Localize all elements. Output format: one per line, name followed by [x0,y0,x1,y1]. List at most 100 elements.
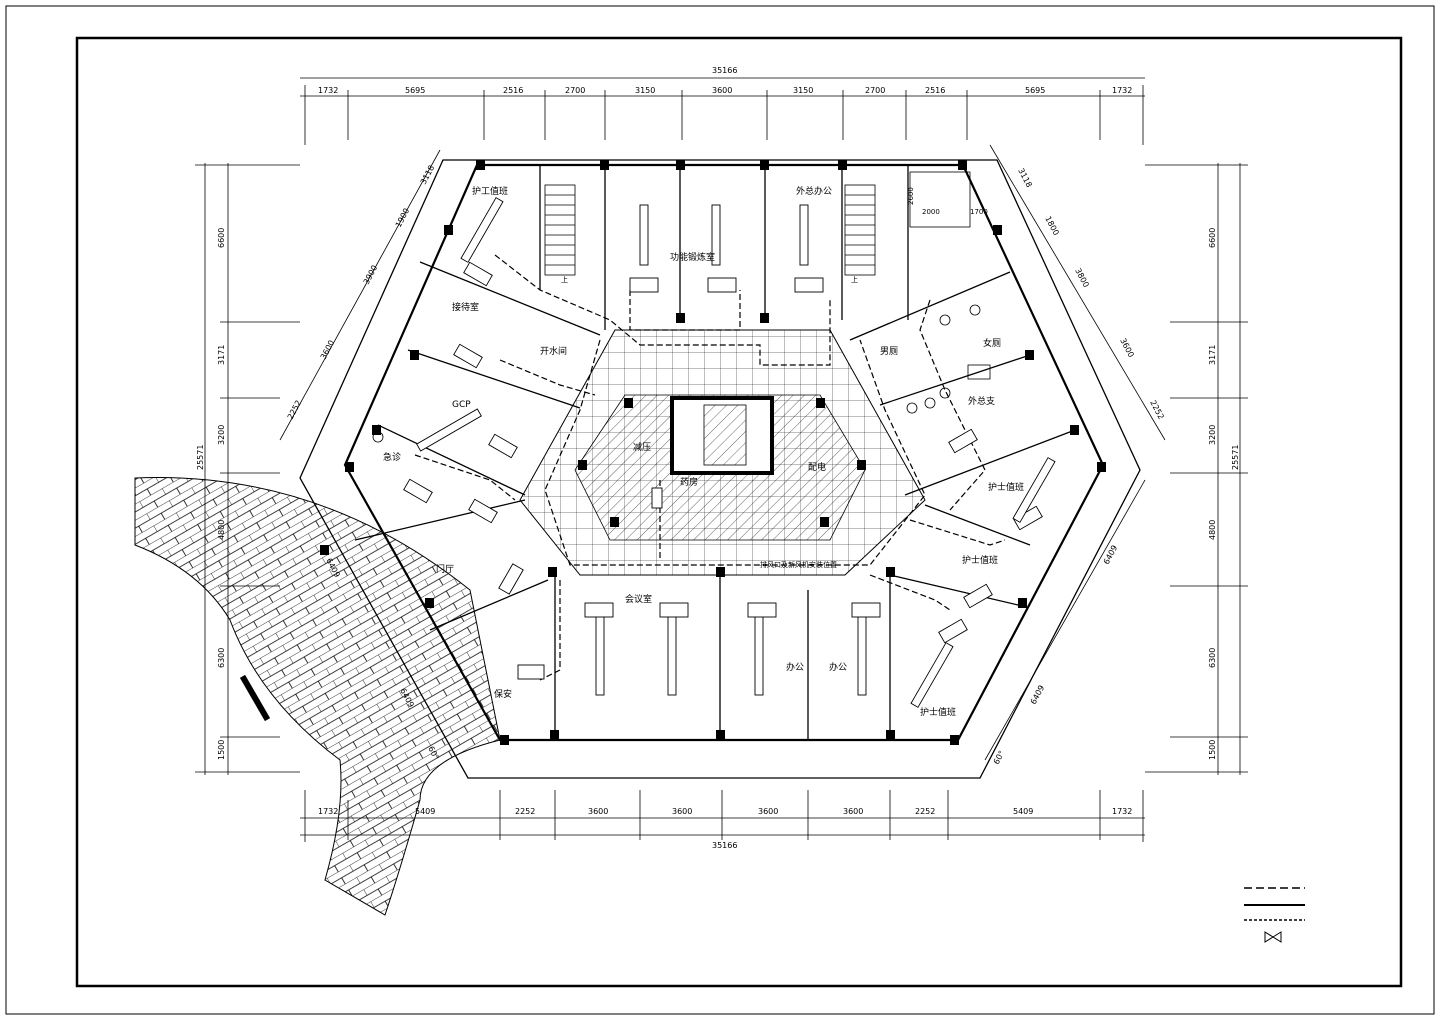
dim-right: 25571 6600 3171 3200 4800 6300 1500 [1145,163,1248,775]
partitions-left [354,165,909,631]
dim-right-3: 4800 [1208,520,1217,540]
dim-left-3: 4800 [217,520,226,540]
dim-top-10: 1732 [1112,86,1132,95]
dim-right-4: 6300 [1208,648,1217,668]
room-pharmacy: 药房 [680,476,698,488]
elevator-car [703,404,747,466]
room-nurse-station-r1: 护士值班 [988,481,1024,493]
sheet-border-outer [5,5,1435,1015]
dim-bottom-0: 1732 [318,807,338,816]
columns [320,160,1106,745]
dim-bottom-4: 3600 [672,807,692,816]
dim-bottom-total: 35166 [712,841,737,850]
dim-right-5: 1500 [1208,740,1217,760]
dim-br-1: 6409 [1029,684,1047,706]
dim-bottom-8: 5409 [1013,807,1033,816]
partitions-right [554,271,1076,740]
dim-top-7: 2700 [865,86,885,95]
dim-left-0: 6600 [217,228,226,248]
dim-bottom-3: 3600 [588,807,608,816]
legend [1244,887,1305,943]
dim-bottom-9: 1732 [1112,807,1132,816]
dim-tr-0: 3118 [1016,167,1034,189]
dim-top-8: 2516 [925,86,945,95]
room-nurse-station-r2: 护士值班 [962,554,998,566]
room-reception: 接待室 [452,301,479,313]
dim-left-2: 3200 [217,425,226,445]
lift-dim-3: 2600 [907,187,915,205]
dim-bottom: 35166 1732 5409 2252 3600 3600 3600 3600… [300,790,1145,850]
stair-up-label-right: 上 [851,275,858,284]
room-function-training: 功能锻炼室 [670,251,715,263]
lift-dim-2: 1700 [970,208,988,216]
lift-dim-1: 2000 [922,208,940,216]
dim-left-4: 6300 [217,648,226,668]
dim-left-5: 1500 [217,740,226,760]
legend-valve-icon [1264,931,1282,943]
room-external-office: 外总办公 [796,185,832,197]
dim-bottom-5: 3600 [758,807,778,816]
dim-tl-4: 2252 [286,399,304,421]
room-meeting: 会议室 [625,593,652,605]
dim-bottom-7: 2252 [915,807,935,816]
dim-top-6: 3150 [793,86,813,95]
dim-top-4: 3150 [635,86,655,95]
room-emergency: 急诊 [383,451,401,463]
building-outline-outer [299,159,1141,779]
lift-room [909,171,971,228]
room-womens-wc: 女厕 [983,337,1001,349]
dim-left: 25571 6600 3171 3200 4800 6300 1500 [195,163,300,775]
dim-bottom-2: 2252 [515,807,535,816]
room-labels: 护工值班 接待室 开水间 GCP 急诊 门厅 保安 功能锻炼室 外总办公 减压 … [383,185,1024,718]
corridor-note: 排风口及新风机安装位置 [760,560,837,569]
room-boiler: 开水间 [540,345,567,357]
dim-top-2: 2516 [503,86,523,95]
equipment-units [403,197,1056,708]
dim-tl-1: 1900 [394,207,412,229]
dim-right-total: 25571 [1231,445,1240,470]
stair-left [544,184,576,276]
room-pressure: 减压 [633,441,651,453]
dim-tl-3: 3600 [319,339,337,361]
dim-diagonal-tl: 3118 1900 3900 3600 2252 [279,149,441,441]
dim-top-total: 35166 [712,66,737,75]
dim-right-1: 3171 [1208,345,1217,365]
dim-tr-1: 1800 [1043,215,1061,237]
room-gcp: GCP [452,400,471,410]
dim-top-1: 5695 [405,86,425,95]
dim-top-0: 1732 [318,86,338,95]
room-office-1: 办公 [786,661,804,673]
stair-right [844,184,876,276]
dim-top-3: 2700 [565,86,585,95]
dim-tr-2: 3800 [1073,267,1091,289]
dim-diagonal-tr: 3118 1800 3800 3600 2252 [989,144,1166,441]
room-external-support: 外总支 [968,395,995,407]
room-lobby: 门厅 [436,563,454,575]
dim-top-5: 3600 [712,86,732,95]
room-nurse-station-tl: 护工值班 [472,185,508,197]
dim-tr-4: 2252 [1148,399,1166,421]
dim-tl-0: 3118 [419,164,437,186]
dim-br-0: 6409 [1102,544,1120,566]
dim-bottom-6: 3600 [843,807,863,816]
sheet-border-inner [75,36,1403,988]
dim-right-2: 3200 [1208,425,1217,445]
dim-top-9: 5695 [1025,86,1045,95]
dim-right-0: 6600 [1208,228,1217,248]
dim-tl-2: 3900 [362,264,380,286]
room-office-2: 办公 [829,661,847,673]
room-security: 保安 [494,688,512,700]
room-nurse-station-r3: 护士值班 [920,706,956,718]
room-power: 配电 [808,461,826,473]
toilet-fixtures [372,304,991,443]
dim-tr-3: 3600 [1118,337,1136,359]
room-mens-wc: 男厕 [880,346,898,357]
dim-left-1: 3171 [217,345,226,365]
ductwork [414,254,1006,681]
dim-left-total: 25571 [196,445,205,470]
stair-up-label-left: 上 [561,275,568,284]
dim-top: 35166 1732 5695 2516 2700 3150 3600 3150… [300,66,1145,145]
dim-bottom-1: 5409 [415,807,435,816]
paved-walkway [134,477,501,916]
